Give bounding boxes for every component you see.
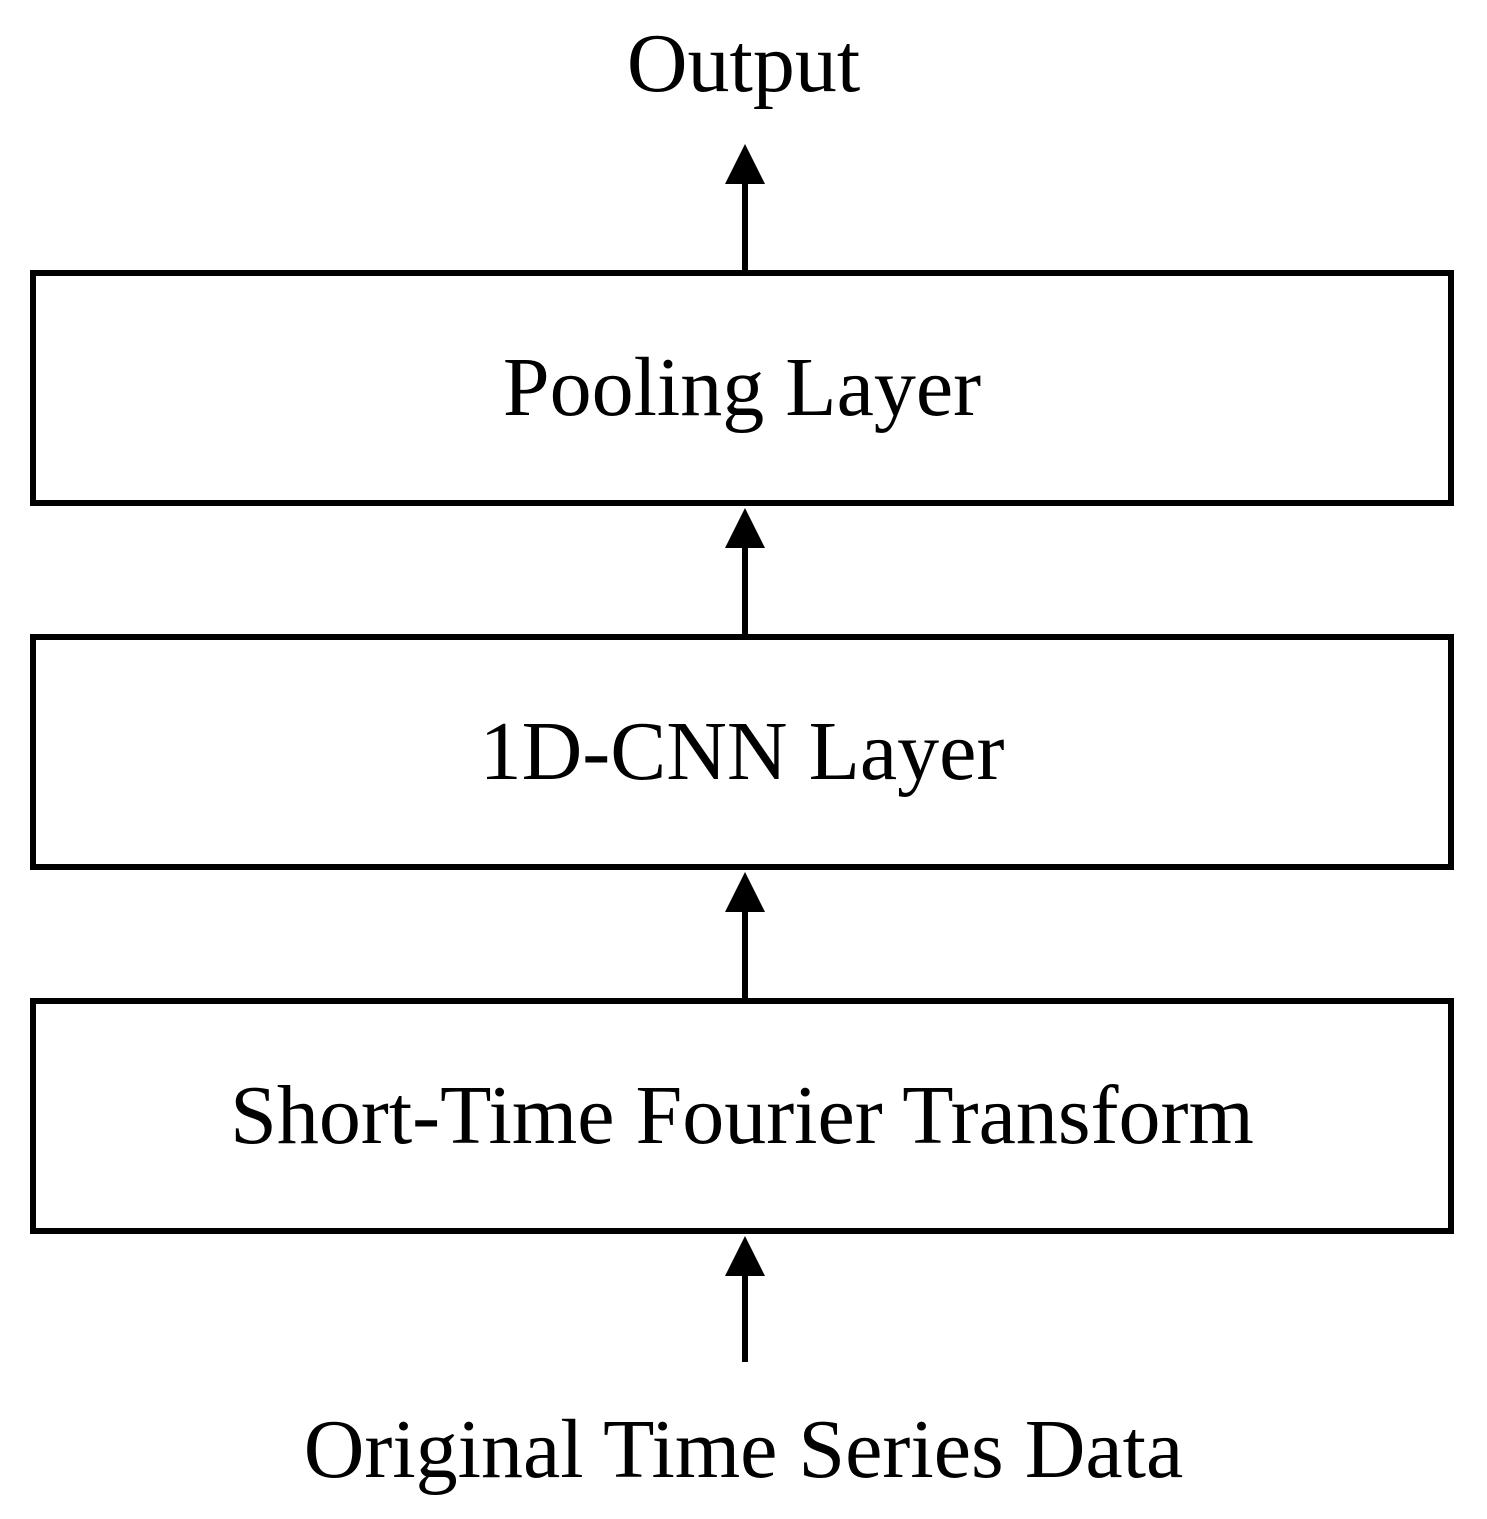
pooling-layer-label: Pooling Layer [502,341,982,434]
cnn-layer-box: 1D-CNN Layer [30,634,1454,870]
stft-layer-box: Short-Time Fourier Transform [30,998,1454,1234]
arrow-pooling-to-output [725,144,765,270]
arrow-input-to-stft [725,1236,765,1362]
pooling-layer-box: Pooling Layer [30,270,1454,506]
output-label: Output [626,17,861,110]
stft-layer-label: Short-Time Fourier Transform [230,1069,1254,1162]
arrow-cnn-to-pooling [725,508,765,634]
arrow-stft-to-cnn [725,872,765,998]
cnn-layer-label: 1D-CNN Layer [479,705,1005,798]
input-label: Original Time Series Data [303,1403,1184,1496]
